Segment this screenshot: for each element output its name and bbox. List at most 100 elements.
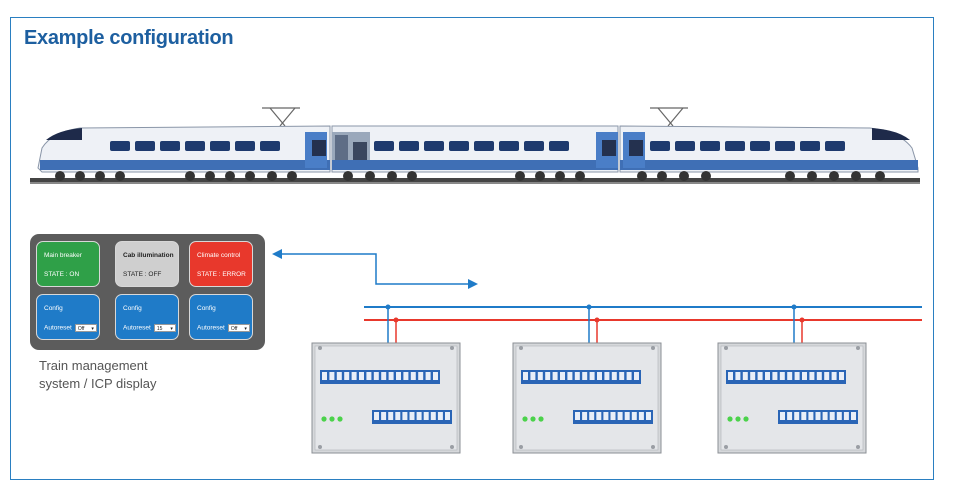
tile-state: STATE : ERROR — [197, 271, 246, 278]
terminal — [851, 412, 856, 420]
wheel — [657, 171, 667, 181]
train-windows — [110, 140, 845, 156]
terminal — [750, 372, 756, 380]
window — [210, 141, 230, 151]
autoreset-label: Autoreset — [44, 324, 72, 332]
screw — [724, 445, 728, 449]
window — [424, 141, 444, 151]
autoreset-value: Off — [230, 326, 238, 332]
wheel — [875, 171, 885, 181]
link-arrows — [280, 253, 470, 285]
terminal — [638, 412, 644, 420]
screw — [318, 346, 322, 350]
terminal — [808, 412, 814, 420]
terminal-strip-top — [521, 370, 641, 384]
terminal — [336, 372, 342, 380]
icp-caption-line1: Train management — [39, 358, 148, 373]
terminal — [523, 372, 528, 380]
io-modules — [311, 304, 867, 454]
terminal — [388, 412, 394, 420]
terminal — [757, 372, 763, 380]
terminal — [604, 372, 610, 380]
wheel — [95, 171, 105, 181]
door-window — [312, 140, 326, 156]
autoreset-value: Off — [77, 326, 85, 332]
tile-cab-illumination[interactable]: Cab illumination STATE : OFF — [115, 241, 179, 287]
screw — [856, 346, 860, 350]
terminal — [366, 372, 372, 380]
tile-climate-control[interactable]: Climate control STATE : ERROR — [189, 241, 253, 287]
wheel — [807, 171, 817, 181]
window — [260, 141, 280, 151]
terminal — [779, 372, 785, 380]
terminal — [802, 372, 807, 380]
terminal — [617, 412, 623, 420]
wheel — [407, 171, 417, 181]
window — [135, 141, 155, 151]
terminal — [582, 412, 588, 420]
page-title: Example configuration — [24, 27, 234, 49]
window — [725, 141, 745, 151]
wheel — [851, 171, 861, 181]
autoreset-dropdown[interactable]: 15▾ — [153, 324, 176, 332]
terminal — [836, 412, 842, 420]
terminal — [560, 372, 565, 380]
terminal — [631, 412, 637, 420]
terminal — [396, 372, 401, 380]
terminal — [780, 412, 785, 420]
terminal — [816, 372, 822, 380]
screw — [318, 445, 322, 449]
terminal — [437, 412, 443, 420]
tile-title: Config — [123, 305, 142, 312]
terminal — [596, 412, 602, 420]
wheel — [287, 171, 297, 181]
tile-main-breaker[interactable]: Main breaker STATE : ON — [36, 241, 100, 287]
terminal — [381, 372, 387, 380]
icp-display: Main breaker STATE : ON Cab illumination… — [30, 234, 265, 350]
train-wheels — [55, 171, 885, 181]
terminal — [765, 372, 770, 380]
terminal — [530, 372, 536, 380]
wheel — [637, 171, 647, 181]
tile-state: STATE : ON — [44, 271, 80, 278]
window — [374, 141, 394, 151]
terminal-strip-top — [726, 370, 846, 384]
module-panel — [515, 345, 659, 451]
terminal — [344, 372, 350, 380]
terminal — [646, 412, 651, 420]
wheel — [185, 171, 195, 181]
screw — [651, 346, 655, 350]
chevron-down-icon: ▾ — [170, 326, 173, 332]
status-led — [522, 416, 528, 422]
autoreset-dropdown[interactable]: Off▾ — [227, 324, 250, 332]
window — [825, 141, 845, 151]
terminal-strip-top — [320, 370, 440, 384]
window — [474, 141, 494, 151]
terminal — [322, 372, 327, 380]
screw — [519, 346, 523, 350]
wheel — [267, 171, 277, 181]
wheel — [387, 171, 397, 181]
tile-state: STATE : OFF — [123, 271, 162, 278]
terminal — [843, 412, 849, 420]
window — [650, 141, 670, 151]
window — [700, 141, 720, 151]
autoreset-label: Autoreset — [123, 324, 151, 332]
wheel — [515, 171, 525, 181]
icp-caption-line2: system / ICP display — [39, 376, 157, 391]
diagram-frame — [10, 17, 934, 480]
window — [524, 141, 544, 151]
window — [399, 141, 419, 151]
autoreset-dropdown[interactable]: Off▾ — [74, 324, 97, 332]
junction-blue — [586, 304, 592, 310]
wheel — [785, 171, 795, 181]
terminal — [537, 372, 543, 380]
terminal — [626, 372, 632, 380]
window — [185, 141, 205, 151]
terminal — [634, 372, 639, 380]
terminal — [574, 372, 580, 380]
